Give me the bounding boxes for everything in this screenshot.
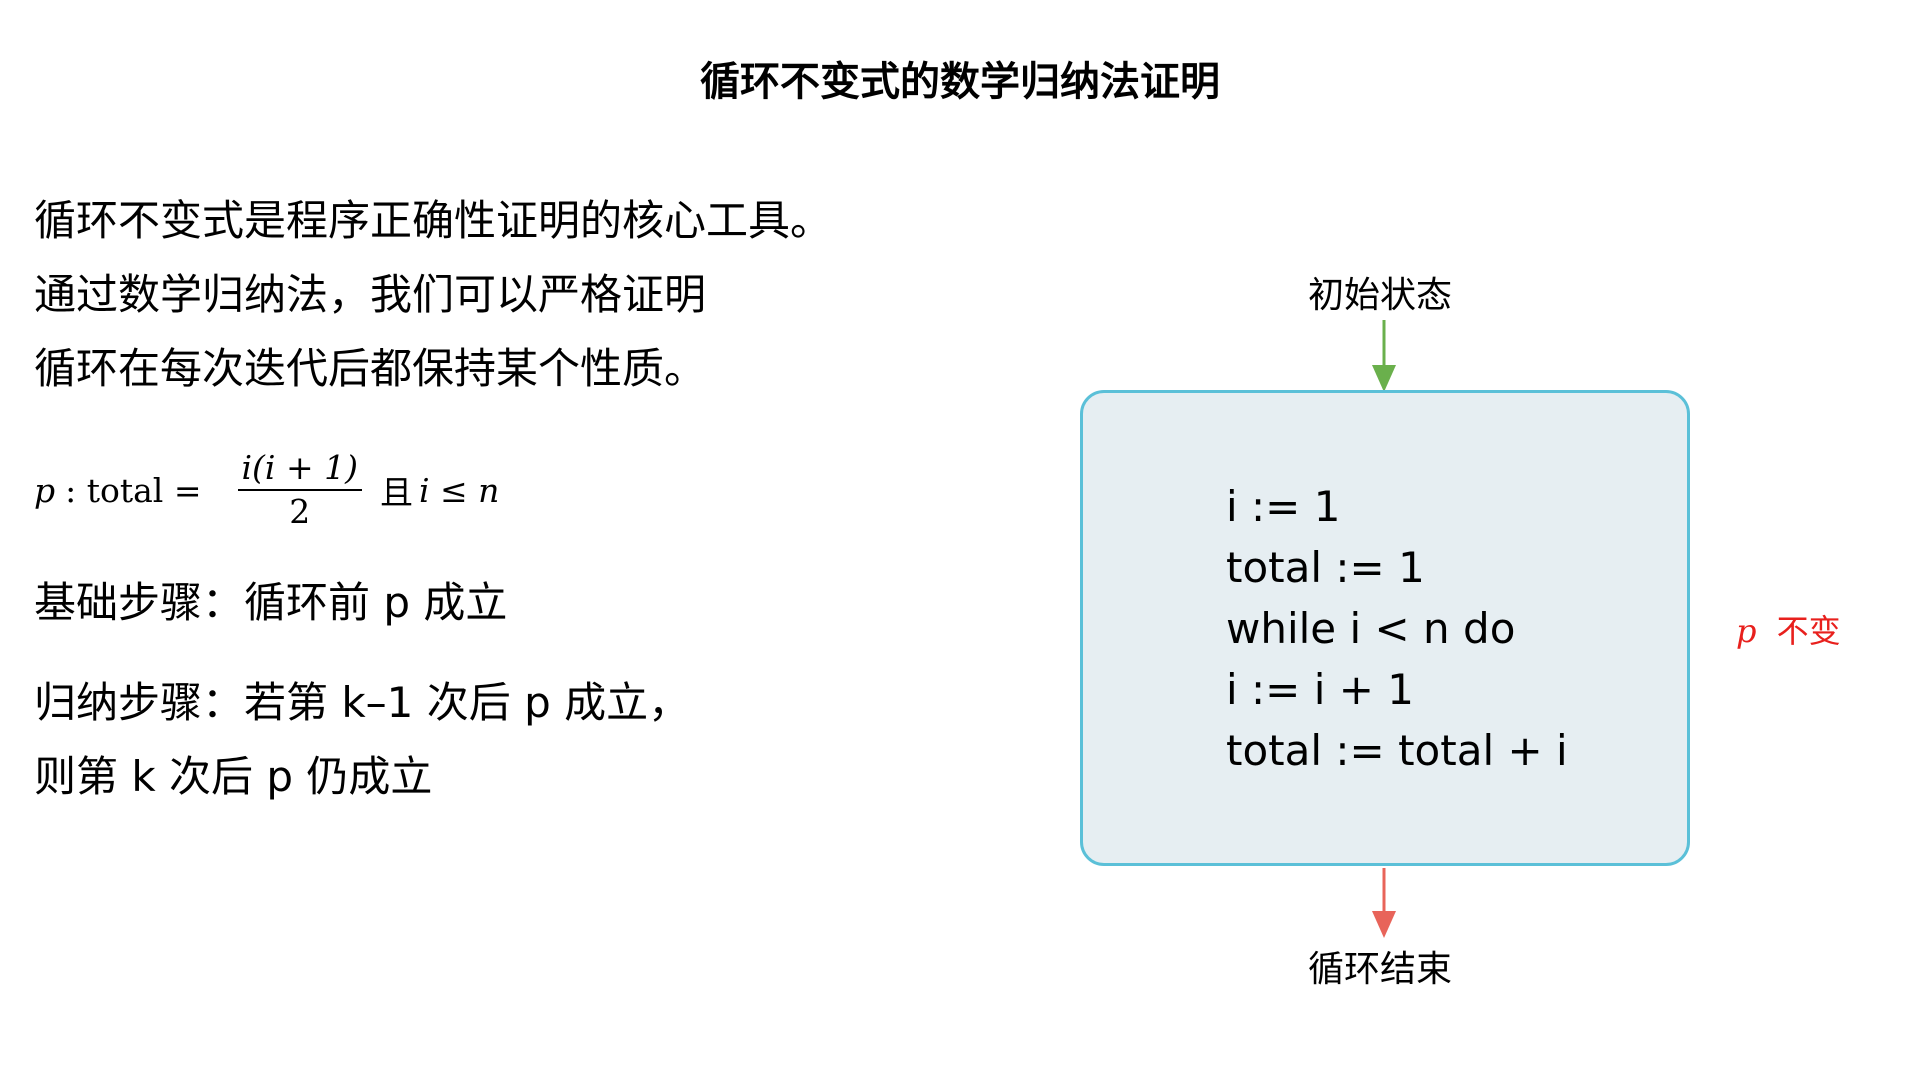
end-state-label: 循环结束 — [1307, 949, 1452, 990]
code-line: total := 1 — [1226, 543, 1425, 592]
formula-lhs: : total = — [65, 470, 202, 510]
invariant-note: p 不变 — [1736, 606, 1841, 652]
formula-fraction: i(i + 1) 2 — [237, 447, 362, 533]
code-line: i := 1 — [1226, 482, 1341, 531]
code-line: i := i + 1 — [1226, 665, 1414, 714]
intro-line: 循环不变式是程序正确性证明的核心工具。 — [34, 196, 833, 245]
loop-box — [1080, 390, 1690, 866]
loop-code: i := 1 total := 1 while i < n do i := i … — [1226, 476, 1568, 781]
formula-var: p — [34, 470, 56, 510]
code-line: total := total + i — [1226, 726, 1568, 775]
invariant-var: p — [1736, 612, 1757, 650]
intro-line: 循环在每次迭代后都保持某个性质。 — [34, 344, 707, 393]
inductive-step: 归纳步骤：若第 k–1 次后 p 成立， 则第 k 次后 p 仍成立 — [34, 666, 690, 814]
intro-text: 循环不变式是程序正确性证明的核心工具。 通过数学归纳法，我们可以严格证明 循环在… — [34, 184, 832, 406]
fraction-bar — [237, 489, 362, 491]
code-line: while i < n do — [1226, 604, 1516, 653]
formula-condition: i ≤ n — [418, 470, 500, 510]
formula-numerator: i(i + 1) — [241, 448, 358, 487]
invariant-formula: p : total = i(i + 1) 2 且 i ≤ n — [34, 440, 499, 540]
inductive-step-line: 则第 k 次后 p 仍成立 — [34, 752, 433, 801]
start-state-label: 初始状态 — [1307, 275, 1452, 316]
base-step: 基础步骤：循环前 p 成立 — [34, 578, 508, 627]
inductive-step-line: 归纳步骤：若第 k–1 次后 p 成立， — [34, 678, 691, 727]
page-title: 循环不变式的数学归纳法证明 — [700, 59, 1220, 105]
formula-denominator: 2 — [289, 492, 311, 531]
intro-line: 通过数学归纳法，我们可以严格证明 — [34, 270, 707, 319]
formula-conjunction: 且 — [379, 473, 413, 512]
invariant-text: 不变 — [1776, 612, 1841, 650]
